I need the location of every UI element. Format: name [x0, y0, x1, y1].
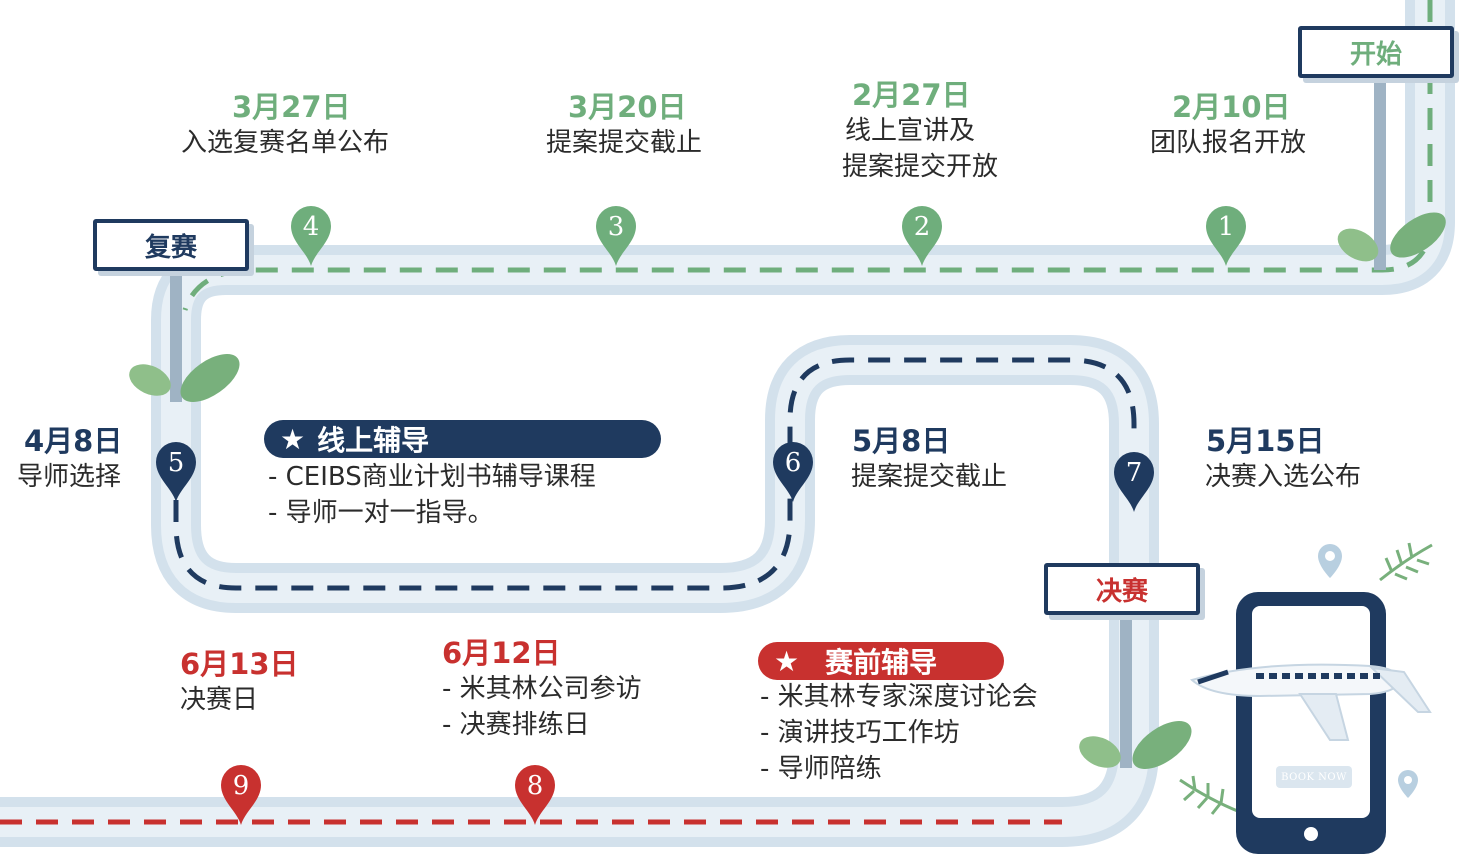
- milestone-2-desc-line-1: 线上宣讲及: [845, 116, 976, 146]
- star-icon: ★: [774, 644, 800, 678]
- milestone-pin-number: 8: [527, 771, 544, 801]
- sign-pole-start: [1374, 72, 1386, 270]
- location-pin-icon: [291, 206, 331, 266]
- milestone-pin-number: 5: [168, 448, 185, 478]
- location-pin-icon: [156, 442, 196, 502]
- location-pin-icon: [221, 765, 261, 825]
- milestone-4-desc: 入选复赛名单公布: [181, 128, 390, 158]
- route-phase-2: [173, 357, 1137, 591]
- milestone-6-desc: 提案提交截止: [851, 462, 1008, 492]
- location-pin-icon: [773, 442, 813, 502]
- leaf-icon: [1379, 542, 1433, 582]
- location-pin-icon: [1206, 206, 1246, 266]
- prefinal-coaching-item-2: - 演讲技巧工作坊: [760, 718, 960, 748]
- milestone-6-date: 5月8日: [852, 424, 951, 458]
- prefinal-coaching-title: 赛前辅导: [825, 646, 938, 679]
- prefinal-coaching-banner: ★ 赛前辅导: [758, 642, 1004, 680]
- final-sign: 决赛: [1044, 563, 1200, 615]
- online-coaching-title: 线上辅导: [317, 424, 430, 457]
- milestone-5-desc: 导师选择: [17, 462, 122, 492]
- milestone-pin-number: 9: [233, 771, 250, 801]
- location-pin-icon: [1318, 544, 1342, 578]
- milestone-pin-7: 7: [1114, 452, 1154, 512]
- milestone-7-desc: 决赛入选公布: [1205, 462, 1362, 492]
- milestone-pin-number: 6: [785, 448, 802, 478]
- milestone-2-date: 2月27日: [852, 78, 971, 112]
- milestone-pin-number: 3: [608, 212, 625, 242]
- leaf-icon: [1179, 775, 1241, 815]
- star-icon: ★: [280, 422, 306, 456]
- semifinal-sign: 复赛: [93, 219, 249, 271]
- milestone-3-date: 3月20日: [568, 90, 687, 124]
- milestone-9-desc: 决赛日: [180, 685, 259, 715]
- leaf-icon: [1079, 721, 1192, 769]
- milestone-1-date: 2月10日: [1172, 90, 1291, 124]
- milestone-8-desc-line-2: - 决赛排练日: [442, 710, 590, 740]
- milestone-pin-number: 7: [1126, 458, 1143, 488]
- milestone-pin-number: 4: [303, 212, 320, 242]
- leaf-icon: [129, 354, 240, 402]
- location-pin-icon: [1114, 452, 1154, 512]
- prefinal-coaching-item-3: - 导师陪练: [760, 754, 882, 784]
- milestone-8-date: 6月12日: [442, 636, 561, 670]
- milestone-1-desc: 团队报名开放: [1150, 128, 1307, 158]
- start-sign: 开始: [1298, 26, 1454, 78]
- milestone-pin-8: 8: [515, 765, 555, 825]
- location-pin-icon: [902, 206, 942, 266]
- milestone-8-desc-line-1: - 米其林公司参访: [442, 674, 642, 704]
- milestone-5-date: 4月8日: [24, 424, 123, 458]
- online-coaching-banner: ★ 线上辅导: [264, 420, 661, 458]
- milestone-4-date: 3月27日: [232, 90, 351, 124]
- airplane-icon: [1189, 663, 1432, 741]
- milestone-pin-2: 2: [902, 206, 942, 266]
- milestone-pin-number: 1: [1218, 212, 1235, 242]
- prefinal-coaching-item-1: - 米其林专家深度讨论会: [760, 682, 1038, 712]
- sign-pole-semifinal: [170, 262, 182, 402]
- online-coaching-item-1: - CEIBS商业计划书辅导课程: [268, 462, 596, 492]
- milestone-pin-9: 9: [221, 765, 261, 825]
- milestone-9-date: 6月13日: [180, 647, 299, 681]
- milestone-2-desc-line-2: 提案提交开放: [842, 152, 999, 182]
- milestone-pin-5: 5: [156, 442, 196, 502]
- milestone-pin-1: 1: [1206, 206, 1246, 266]
- milestone-pin-3: 3: [596, 206, 636, 266]
- location-pin-icon: [1398, 770, 1418, 798]
- location-pin-icon: [515, 765, 555, 825]
- milestone-3-desc: 提案提交截止: [546, 128, 703, 158]
- online-coaching-item-2: - 导师一对一指导。: [268, 498, 494, 528]
- sign-pole-final: [1120, 608, 1132, 768]
- milestone-pin-4: 4: [291, 206, 331, 266]
- milestone-pin-number: 2: [914, 212, 931, 242]
- milestone-pin-6: 6: [773, 442, 813, 502]
- leaf-icon: [1337, 212, 1446, 262]
- milestone-7-date: 5月15日: [1206, 424, 1325, 458]
- location-pin-icon: [596, 206, 636, 266]
- book-now-button: BOOK NOW: [1281, 771, 1347, 783]
